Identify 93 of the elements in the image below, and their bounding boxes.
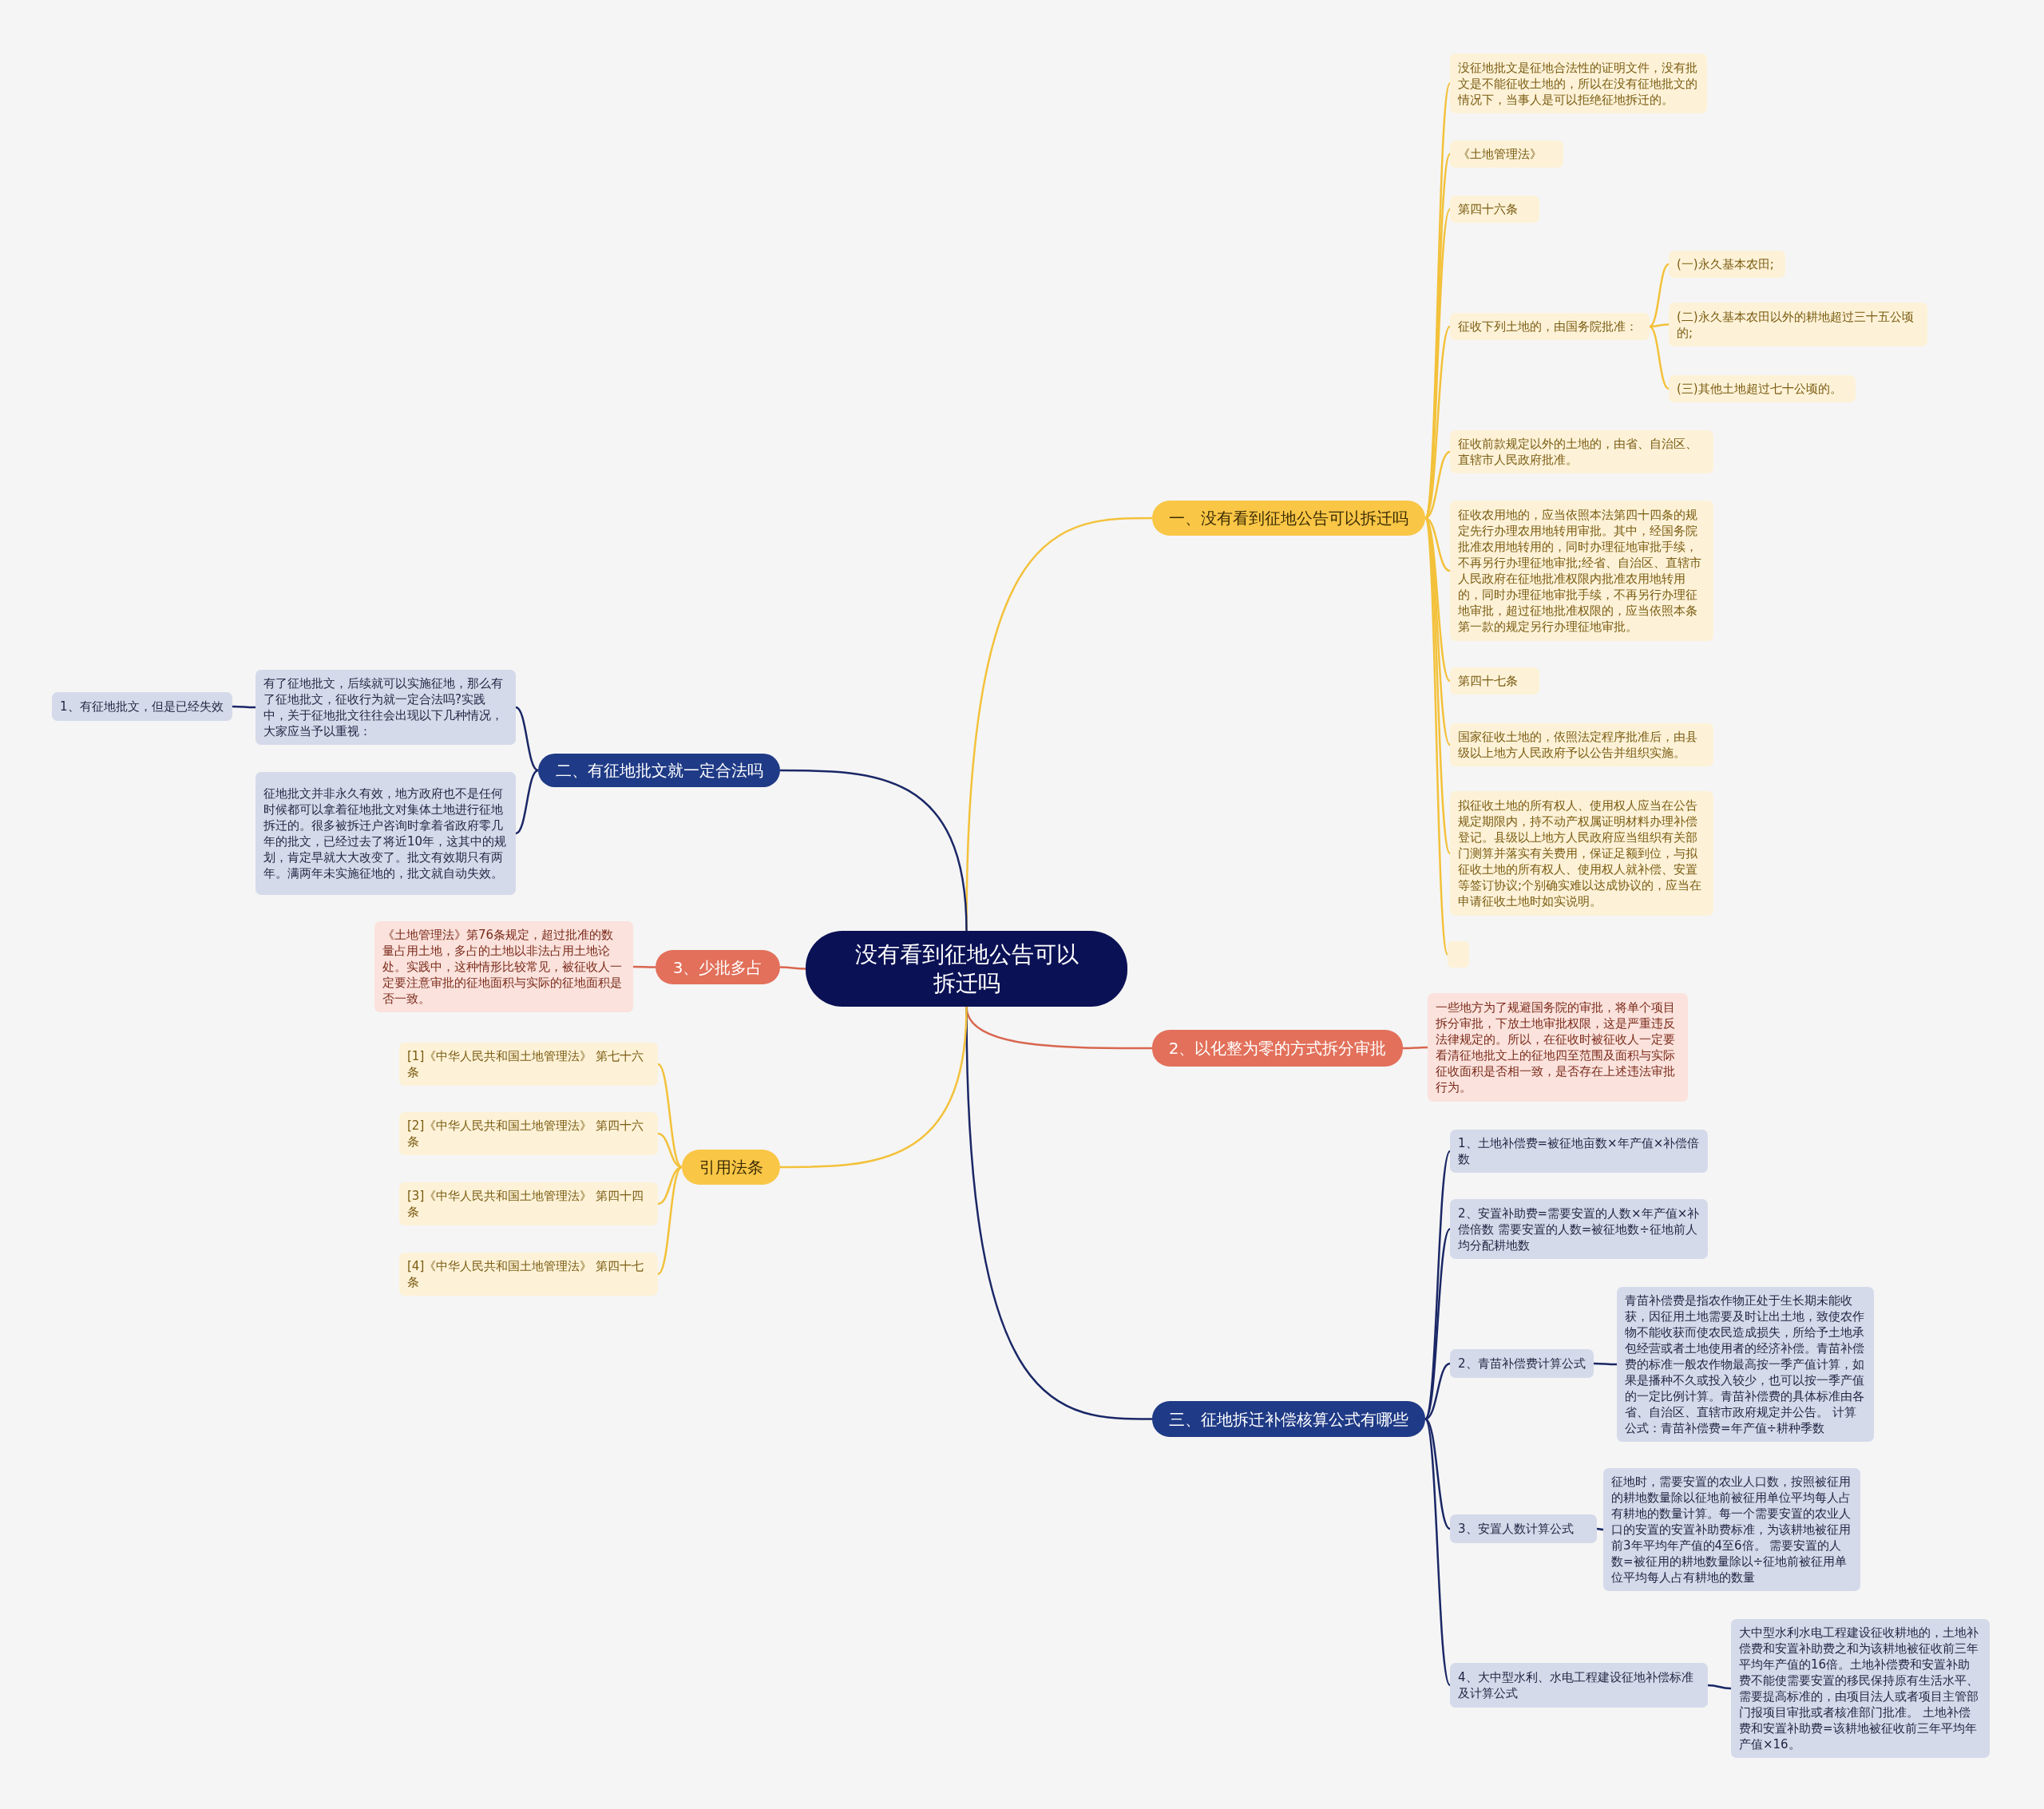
subtopic-box [1450, 141, 1563, 168]
subtopic-box [1669, 251, 1785, 278]
subtopic-box [1450, 196, 1539, 223]
topic-text: 征收下列土地的，由国务院批准： [1458, 319, 1638, 334]
subtopic-box [1450, 430, 1713, 473]
connector-line [1649, 323, 1670, 328]
branch-topic [538, 754, 780, 787]
connector-line [1596, 1527, 1604, 1531]
subtopic-box [256, 670, 516, 745]
subtopic-box [1603, 1468, 1860, 1591]
subtopic-box [256, 772, 516, 895]
subtopic-box [399, 1112, 658, 1155]
topic-text: 第四十六条 [1458, 201, 1518, 217]
connector-line [1424, 1418, 1451, 1530]
branch-topic [1152, 501, 1425, 536]
topic-text: 1、有征地批文，但是已经失效 [60, 699, 224, 714]
topic-text: [2]《中华人民共和国土地管理法》 第四十六条 [407, 1118, 644, 1150]
topic-text: [1]《中华人民共和国土地管理法》 第七十六条 [407, 1048, 644, 1080]
connector-line [515, 706, 539, 772]
topic-text: 征地批文并非永久有效，地方政府也不是任何时候都可以拿着征地批文对集体土地进行征地拆迁的。很多被拆迁户咨询时拿着省政府零几年的批文，已经过去了将近10年，这其中的规划，肯定早就大大改变了。批文有效期只有两年。满两年未实施征地的，批文就自动失效。 [263, 786, 508, 881]
connector-line [1424, 1362, 1451, 1420]
connector-line [1424, 1228, 1451, 1420]
subtopic-box [1450, 667, 1539, 695]
topic-text: (一)永久基本农田; [1677, 256, 1774, 272]
subtopic-box [1450, 313, 1650, 340]
subtopic-box [1450, 1514, 1597, 1543]
subtopic-box [374, 921, 633, 1012]
topic-text: 《土地管理法》 [1458, 146, 1542, 162]
topic-text: 3、少批多占 [672, 959, 763, 976]
connector-line [780, 1006, 968, 1169]
subtopic-box [1450, 53, 1707, 113]
connector-line [1424, 517, 1451, 572]
subtopic-box [1450, 791, 1713, 916]
topic-text: 2、青苗补偿费计算公式 [1458, 1356, 1586, 1372]
subtopic-box [399, 1253, 658, 1296]
connector-line [657, 1166, 683, 1275]
connector-line [657, 1166, 683, 1205]
connector-line [515, 769, 539, 835]
connector-line [1403, 1046, 1428, 1050]
empty-box [1448, 941, 1469, 968]
topic-text: 有了征地批文，后续就可以实施征地，那么有了征地批文，征收行为就一定合法吗?实践中，关于征地批文往往会出现以下几种情况，大家应当予以重视： [263, 675, 504, 739]
topic-text: (三)其他土地超过七十公顷的。 [1677, 381, 1842, 397]
topic-text: 2、安置补助费=需要安置的人数×年产值×补偿倍数 需要安置的人数=被征地数÷征地前人均分配耕地数 [1458, 1205, 1700, 1253]
topic-text: 一些地方为了规避国务院的审批，将单个项目拆分审批，下放土地审批权限，这是严重违反法律规定的。所以，在征收时被征收人一定要看清征地批文上的征地四至范围及面积与实际征收面积是否相一致，是否存在上述违法审批行为。 [1436, 1000, 1676, 1095]
subtopic-box [1450, 1199, 1708, 1259]
connector-line [1424, 450, 1451, 520]
subtopic-box [399, 1043, 658, 1086]
connector-line [1707, 1684, 1732, 1690]
subtopic-box [1669, 375, 1856, 402]
subtopic-box [1450, 723, 1713, 766]
topic-text: (二)永久基本农田以外的耕地超过三十五公顷的; [1677, 308, 1915, 341]
subtopic-box [1450, 501, 1713, 641]
branch-topic [1152, 1030, 1403, 1067]
connector-line [1594, 1362, 1617, 1366]
branch-topic [656, 950, 780, 984]
topic-text: 第四十七条 [1458, 673, 1518, 689]
topic-text: 拟征收土地的所有权人、使用权人应当在公告规定期限内，持不动产权属证明材料办理补偿登记。县级以上地方人民政府应当组织有关部门测算并落实有关费用，保证足额到位，与拟征收土地的所有权人、使用权人就补偿、安置等签订协议;个别确实难以达成协议的，应当在申请征收土地时如实说明。 [1458, 798, 1703, 909]
subtopic-box [1669, 303, 1927, 346]
connector-line [232, 705, 256, 709]
connector-line [657, 1063, 683, 1168]
topic-text: 没征地批文是征地合法性的证明文件，没有批文是不能征收土地的，所以在没有征地批文的情况下，当事人是可以拒绝征地拆迁的。 [1458, 59, 1698, 108]
topic-text: 3、安置人数计算公式 [1458, 1521, 1574, 1537]
topic-text: 青苗补偿费是指农作物正处于生长期未能收获，因征用土地需要及时让出土地，致使农作物不能收获而使农民造成损失，所给予土地承包经营或者土地使用者的经济补偿。青苗补偿费的标准一般农作物最高按一季产值计算，如果是播种不久或投入较少，也可以按一季产值的一定比例计算。青苗补偿费的具体标准由各省、自治区、直辖市政府规定并公告。 计算公式：青苗补偿费=年产值÷耕种季数 [1625, 1292, 1865, 1436]
topic-text: 1、土地补偿费=被征地亩数×年产值×补偿倍数 [1458, 1135, 1700, 1167]
connector-line [633, 965, 656, 968]
topic-text: 二、有征地批文就一定合法吗 [555, 762, 763, 778]
topic-text: 2、以化整为零的方式拆分审批 [1168, 1040, 1387, 1056]
topic-text: 大中型水利水电工程建设征收耕地的，土地补偿费和安置补助费之和为该耕地被征收前三年平均年产值的16倍。土地补偿费和安置补助费不能使需要安置的移民保持原有生活水平、需要提高标准的，由项目法人或者项目主管部门报项目审批或者核准部门批准。 土地补偿费和安置补助费=该耕地被征收前三年平均年产值×16。 [1739, 1625, 1979, 1752]
connector-line [1649, 325, 1670, 390]
subtopic-box [1450, 1663, 1708, 1708]
subtopic-box [1450, 1349, 1594, 1378]
topic-text: 三、征地拆迁补偿核算公式有哪些 [1169, 1411, 1408, 1427]
topic-text: 征收农用地的，应当依照本法第四十四条的规定先行办理农用地转用审批。其中，经国务院批准农用地转用的，同时办理征地审批手续，不再另行办理征地审批;经省、自治区、直辖市人民政府在征地批准权限内批准农用地转用的，同时办理征地审批手续，不再另行办理征地审批，超过征地批准权限的，应当依照本条第一款的规定另行办理征地审批。 [1458, 507, 1703, 635]
topic-text: 没有看到征地公告可以拆迁吗 [854, 940, 1079, 998]
branch-topic [682, 1150, 780, 1185]
subtopic-box [399, 1182, 658, 1225]
topic-text: [3]《中华人民共和国土地管理法》 第四十四条 [407, 1188, 644, 1220]
branch-topic [1152, 1401, 1425, 1437]
subtopic-box [52, 692, 232, 721]
topic-text: 一、没有看到征地公告可以拆迁吗 [1169, 510, 1408, 526]
topic-text: 国家征收土地的，依照法定程序批准后，由县级以上地方人民政府予以公告并组织实施。 [1458, 729, 1698, 761]
topic-text: 征地时，需要安置的农业人口数，按照被征用的耕地数量除以征地前被征用单位平均每人占有耕地的数量计算。每一个需要安置的农业人口的安置的安置补助费标准，为该耕地被征用前3年平均年产值的4至6倍。 需要安置的人数=被征用的耕地数量除以÷征地前被征用单位平均每人占有耕地的数量 [1611, 1474, 1852, 1585]
connector-line [1424, 1418, 1452, 1686]
connector-line [780, 769, 968, 932]
subtopic-box [1428, 993, 1688, 1102]
connector-line [780, 966, 806, 970]
topic-text: 引用法条 [699, 1159, 763, 1175]
connector-line [1649, 263, 1670, 328]
topic-text: 《土地管理法》第76条规定，超过批准的数量占用土地，多占的土地以非法占用土地论处。实践中，这种情形比较常见，被征收人一定要注意审批的征地面积与实际的征地面积是否一致。 [382, 927, 623, 1007]
topic-text: 4、大中型水利、水电工程建设征地补偿标准及计算公式 [1458, 1669, 1694, 1701]
subtopic-box [1450, 1130, 1708, 1173]
topic-text: [4]《中华人民共和国土地管理法》 第四十七条 [407, 1258, 644, 1290]
topic-text: 征收前款规定以外的土地的，由省、自治区、直辖市人民政府批准。 [1458, 436, 1698, 468]
